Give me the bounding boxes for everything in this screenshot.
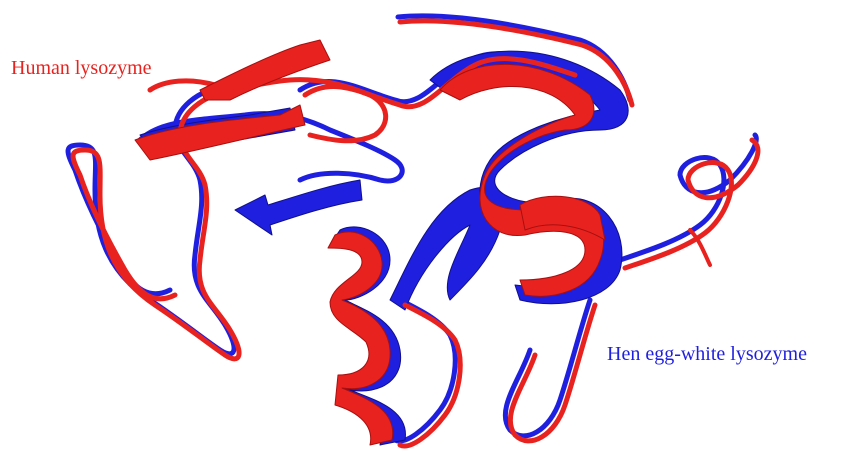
human-lysozyme-ribbon xyxy=(73,21,758,446)
hen-bottom-loop xyxy=(395,300,455,441)
hen-lysozyme-label: Hen egg-white lysozyme xyxy=(607,343,807,365)
human-lysozyme-label: Human lysozyme xyxy=(11,57,152,79)
hen-beta-arrow xyxy=(235,180,362,235)
